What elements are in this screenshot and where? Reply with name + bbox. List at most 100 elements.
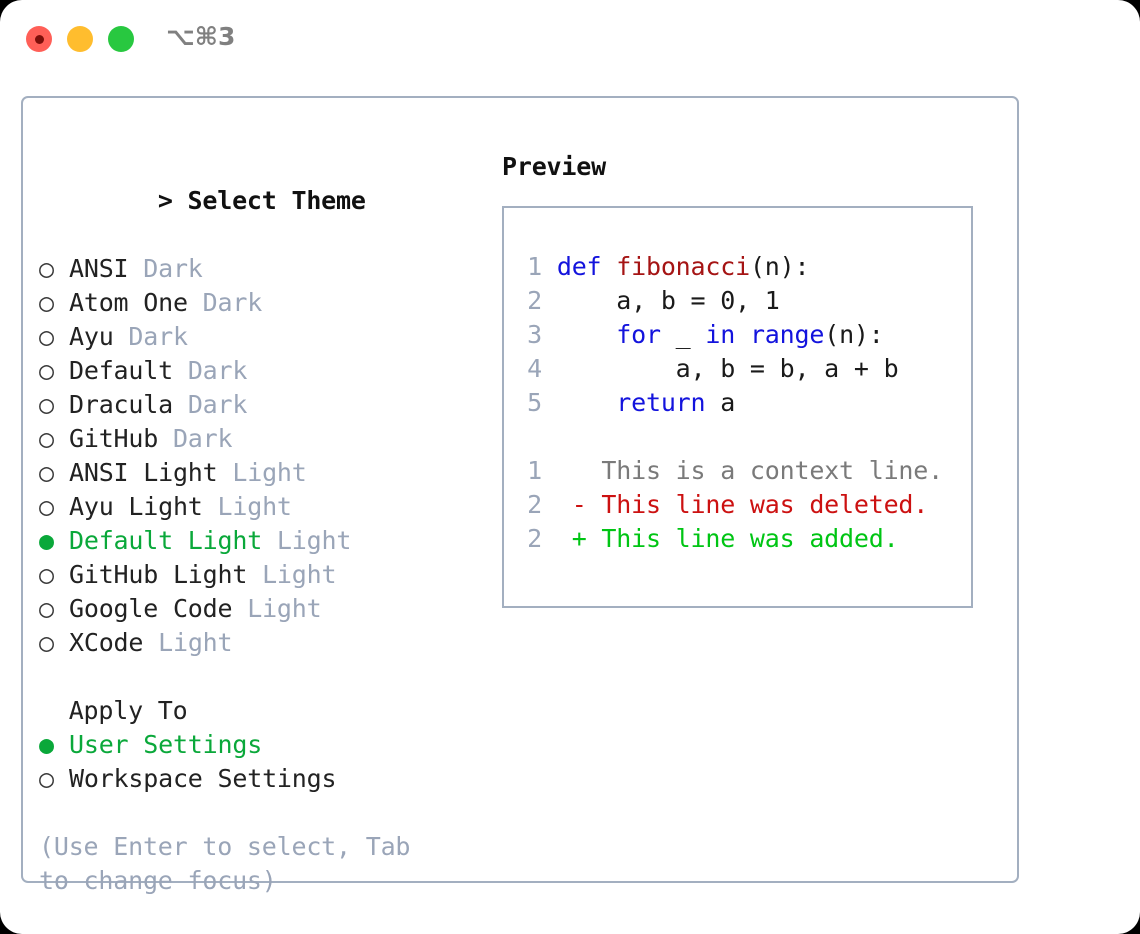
diff-marker [572, 456, 602, 485]
code-token: range [749, 320, 825, 349]
apply-to-header: Apply To [39, 696, 188, 725]
line-number: 1 [527, 252, 542, 281]
code-line: 5 return a [516, 386, 967, 420]
theme-option-label: Dracula [69, 390, 173, 419]
apply-to-option-row[interactable]: ○ Workspace Settings [39, 762, 479, 796]
theme-option-variant-tag: Light [143, 628, 233, 657]
radio-selected-icon: ● [39, 526, 54, 555]
code-token [735, 320, 750, 349]
select-theme-header-text: Select Theme [187, 186, 366, 215]
traffic-light-group [26, 26, 134, 52]
title-bar: ⌥⌘3 [0, 0, 1140, 80]
gutter-gap [542, 320, 557, 349]
theme-list: ○ANSI Dark○Atom One Dark○Ayu Dark○Defaul… [39, 252, 479, 660]
apply-to-option-label: User Settings [69, 730, 263, 759]
theme-option-variant-tag: Light [247, 560, 337, 589]
theme-option-label: GitHub [69, 424, 159, 453]
diff-line: 2 + This line was added. [516, 522, 967, 556]
theme-option-label: ANSI Light [69, 458, 218, 487]
preview-column: Preview 1 def fibonacci(n):2 a, b = 0, 1… [502, 150, 992, 608]
theme-option-row[interactable]: ○ Dracula Dark [39, 388, 479, 422]
apply-to-option-label: Workspace Settings [69, 764, 337, 793]
gutter-gap [542, 388, 557, 417]
code-token: a, b = b, a + b [556, 354, 899, 383]
line-number: 3 [527, 320, 542, 349]
radio-unselected-icon: ○ [39, 628, 54, 657]
radio-unselected-icon: ○ [39, 458, 54, 487]
code-token: return [616, 388, 706, 417]
code-token: fibonacci [616, 252, 750, 281]
theme-option-label: Default [69, 356, 173, 385]
code-token [557, 320, 616, 349]
line-number: 2 [527, 286, 542, 315]
code-token: for [616, 320, 661, 349]
line-number: 1 [527, 456, 542, 485]
code-token: in [705, 320, 736, 349]
maximize-window-button[interactable] [108, 26, 134, 52]
theme-option-label: Google Code [69, 594, 233, 623]
diff-text: This line was deleted. [601, 490, 929, 519]
theme-option-row[interactable]: ○ GitHub Dark [39, 422, 479, 456]
theme-option-row[interactable]: ○ ANSI Dark [39, 252, 479, 286]
main-panel: > Select Theme ○ANSI Dark○Atom One Dark○… [21, 96, 1019, 895]
theme-option-label: Ayu [69, 322, 114, 351]
line-number: 5 [527, 388, 542, 417]
diff-sample-lines: 1 This is a context line.2 - This line w… [516, 454, 967, 556]
theme-option-row[interactable]: ○ Ayu Dark [39, 320, 479, 354]
radio-unselected-icon: ○ [39, 764, 54, 793]
theme-option-row[interactable]: ○Ayu Light Light [39, 490, 479, 524]
line-number: 2 [527, 490, 542, 519]
theme-option-variant-tag: Dark [172, 356, 248, 385]
theme-option-variant-tag: Dark [172, 390, 248, 419]
code-diff-spacer [516, 420, 967, 454]
theme-option-variant-tag: Dark [158, 424, 233, 453]
select-theme-header: > Select Theme [39, 150, 479, 252]
theme-apply-spacer [39, 660, 479, 694]
radio-unselected-icon: ○ [39, 254, 54, 283]
diff-text: This is a context line. [601, 456, 943, 485]
theme-option-variant-tag: Dark [128, 254, 203, 283]
theme-option-row[interactable]: ○ Default Dark [39, 354, 479, 388]
theme-option-variant-tag: Light [217, 458, 307, 487]
theme-option-label: GitHub Light [69, 560, 248, 589]
theme-option-label: XCode [69, 628, 144, 657]
theme-option-variant-tag: Light [232, 594, 322, 623]
keyboard-hint-text: (Use Enter to select, Tab to change focu… [39, 832, 426, 895]
radio-unselected-icon: ○ [39, 424, 54, 453]
radio-unselected-icon: ○ [39, 288, 54, 317]
theme-option-row[interactable]: ●Default Light Light [39, 524, 479, 558]
diff-line: 1 This is a context line. [516, 454, 967, 488]
theme-option-row[interactable]: ○ GitHub Light Light [39, 558, 479, 592]
radio-unselected-icon: ○ [39, 356, 54, 385]
radio-unselected-icon: ○ [39, 560, 54, 589]
theme-option-label: ANSI [69, 254, 129, 283]
gutter-gap [542, 456, 572, 485]
code-line: 3 for _ in range(n): [516, 318, 967, 352]
gutter-gap [542, 524, 572, 553]
theme-option-row[interactable]: ○Google Code Light [39, 592, 479, 626]
theme-option-row[interactable]: ○ XCode Light [39, 626, 479, 660]
preview-title: Preview [502, 152, 606, 181]
code-token: (n): [824, 320, 884, 349]
theme-option-row[interactable]: ○Atom One Dark [39, 286, 479, 320]
theme-selector-column: > Select Theme ○ANSI Dark○Atom One Dark○… [39, 150, 479, 898]
minimize-window-button[interactable] [67, 26, 93, 52]
diff-text: This line was added. [601, 524, 899, 553]
line-number: 2 [527, 524, 542, 553]
radio-unselected-icon: ○ [39, 390, 54, 419]
code-token [557, 388, 616, 417]
radio-unselected-icon: ○ [39, 322, 54, 351]
apply-to-option-row[interactable]: ●User Settings [39, 728, 479, 762]
theme-option-variant-tag: Light [202, 492, 292, 521]
select-theme-header-prefix: > [157, 186, 188, 215]
theme-option-row[interactable]: ○ ANSI Light Light [39, 456, 479, 490]
gutter-gap [542, 354, 557, 383]
close-window-button[interactable] [26, 26, 52, 52]
theme-option-variant-tag: Dark [187, 288, 263, 317]
gutter-gap [542, 252, 557, 281]
theme-option-variant-tag: Dark [113, 322, 188, 351]
diff-line: 2 - This line was deleted. [516, 488, 967, 522]
